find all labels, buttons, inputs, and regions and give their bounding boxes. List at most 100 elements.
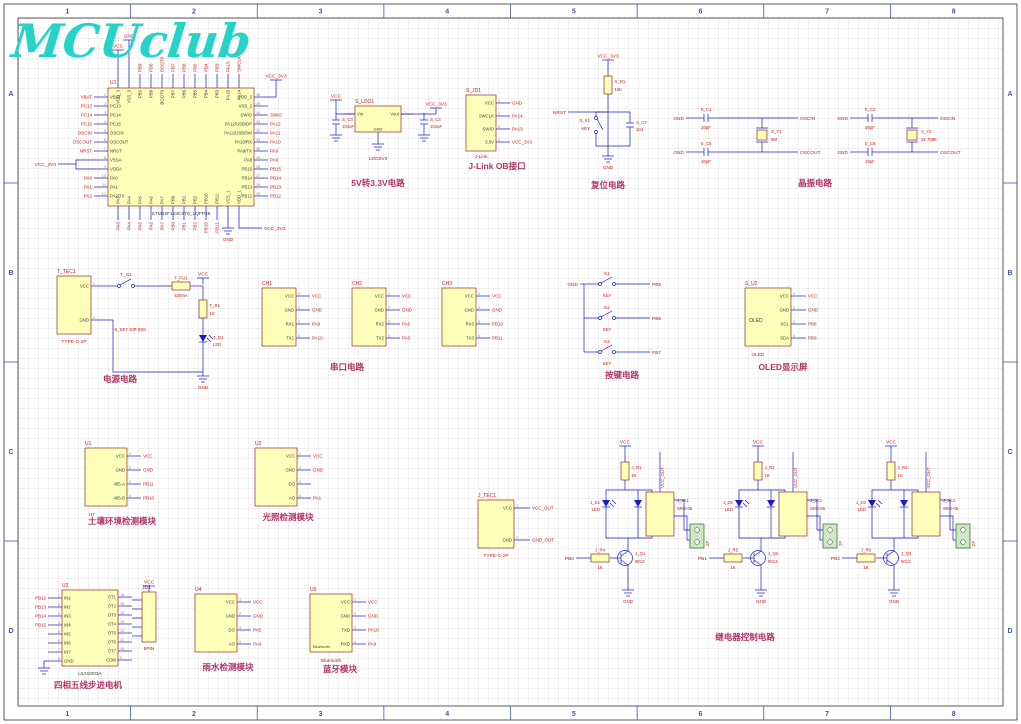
- svg-text:VCC: VCC: [375, 294, 384, 299]
- flyback-diode[interactable]: [634, 497, 642, 515]
- svg-text:VCC: VCC: [753, 440, 764, 446]
- svg-text:5PIN: 5PIN: [144, 646, 155, 652]
- reset-button[interactable]: [594, 116, 604, 134]
- svg-text:1: 1: [299, 452, 301, 456]
- svg-text:1: 1: [298, 292, 300, 296]
- output-terminal[interactable]: [822, 523, 838, 549]
- relay-body[interactable]: [778, 491, 808, 537]
- svg-text:VCC: VCC: [198, 272, 209, 278]
- powerin-gnd-15[interactable]: GND: [197, 372, 209, 390]
- vcc-port[interactable]: VCC: [619, 440, 631, 453]
- svg-text:PB0: PB0: [171, 222, 176, 231]
- svg-text:PA0: PA0: [110, 176, 118, 181]
- vcc-port[interactable]: VCC: [197, 272, 209, 285]
- key-2[interactable]: [598, 310, 616, 320]
- vcc-port[interactable]: VCC: [330, 94, 342, 107]
- block-stepper: U3ULN2003AIN11PB12IN22PB13IN33PB14IN44PB…: [35, 580, 157, 690]
- reset-gnd-15[interactable]: GND: [602, 152, 614, 170]
- output-terminal[interactable]: [689, 523, 705, 549]
- vcc-port[interactable]: VCC: [752, 440, 764, 453]
- vcc-3v3-port[interactable]: VCC_3V3: [597, 54, 619, 67]
- relay1-gnd-21[interactable]: GND: [622, 586, 634, 604]
- vcc-port[interactable]: VCC: [143, 580, 155, 593]
- relay2-gnd-21[interactable]: GND: [755, 586, 767, 604]
- vcc-port[interactable]: VCC: [885, 440, 897, 453]
- key-3[interactable]: [598, 344, 616, 354]
- vcc-3v3-port[interactable]: VCC_3V3: [265, 74, 287, 87]
- flyback-diode[interactable]: [767, 497, 775, 515]
- svg-text:2: 2: [498, 112, 500, 116]
- svg-text:1: 1: [65, 711, 69, 718]
- svg-text:1: 1: [793, 292, 795, 296]
- svg-text:J_R5: J_R5: [728, 548, 739, 553]
- stepper-gnd-2[interactable]: [38, 664, 50, 675]
- uln2003-driver[interactable]: U3ULN2003AIN11PB12IN22PB13IN33PB14IN44PB…: [35, 583, 132, 677]
- mcu-chip[interactable]: U1STM32F103C8T6_LQFP48VBAT1VBATPC132PC13…: [73, 56, 283, 233]
- reg5v-gnd-3[interactable]: [330, 131, 342, 142]
- vcc-port[interactable]: VCC: [112, 44, 124, 57]
- key-1[interactable]: [598, 276, 616, 286]
- reg5v-gnd-6[interactable]: [372, 140, 384, 151]
- reg5v-gnd-9[interactable]: [418, 131, 430, 142]
- svg-text:OT4: OT4: [108, 622, 117, 627]
- relay-body[interactable]: [645, 491, 675, 537]
- mcuclub-logo: MCUclub: [9, 14, 254, 68]
- caption-powerin: 电源电路: [103, 374, 138, 384]
- power-switch[interactable]: [117, 278, 135, 288]
- svg-text:12: 12: [120, 629, 124, 633]
- gnd-port-top[interactable]: GND: [123, 34, 135, 47]
- svg-text:GND: GND: [285, 468, 295, 473]
- svg-text:GND: GND: [502, 538, 512, 543]
- relay-body[interactable]: [911, 491, 941, 537]
- svg-text:1: 1: [65, 9, 69, 16]
- svg-text:GND: GND: [284, 308, 294, 313]
- svg-text:36: 36: [256, 93, 260, 97]
- gnd-port-bottom[interactable]: GND: [222, 224, 234, 242]
- vcc-3v3-port[interactable]: VCC_3V3: [425, 102, 447, 115]
- svg-text:2: 2: [104, 102, 106, 106]
- flyback-diode[interactable]: [900, 497, 908, 515]
- output-terminal[interactable]: [955, 523, 971, 549]
- relay3-gnd-21[interactable]: GND: [888, 586, 900, 604]
